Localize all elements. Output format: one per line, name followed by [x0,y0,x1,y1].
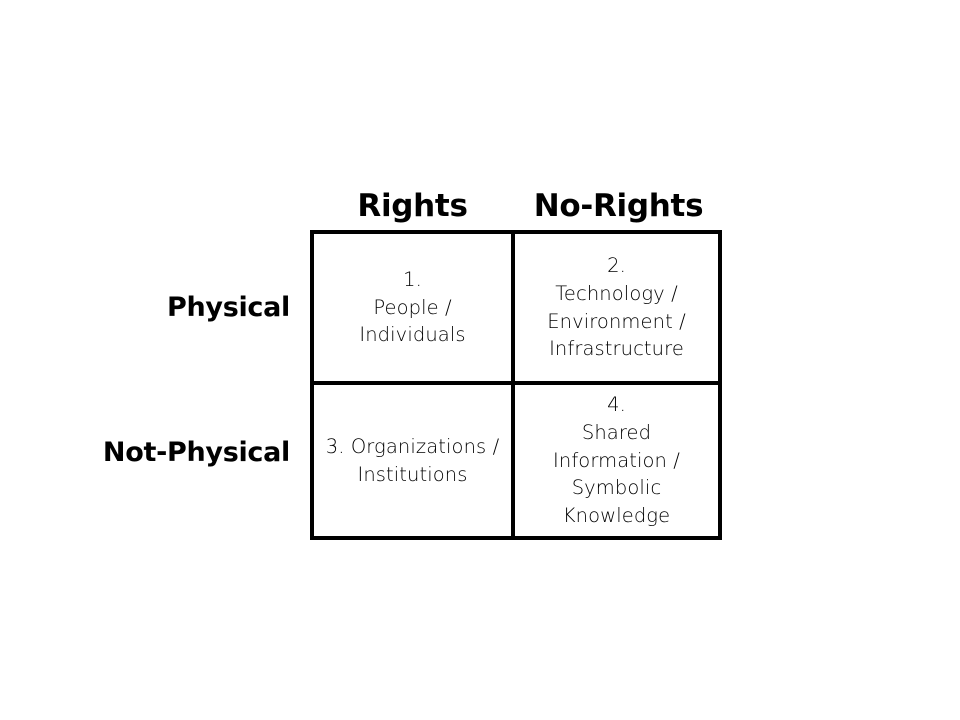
matrix-cell-3-organizations-institutions: 3. Organizations /Institutions [314,385,515,536]
matrix-cell-2-text: 2.Technology /Environment /Infrastructur… [547,254,686,361]
matrix-grid: 1.People /Individuals 2.Technology /Envi… [310,230,722,540]
column-header-rights: Rights [357,188,468,224]
matrix-cell-1-people-individuals: 1.People /Individuals [314,234,515,385]
matrix-cell-2-technology-environment-infrastructure: 2.Technology /Environment /Infrastructur… [515,234,718,385]
column-header-no-rights: No-Rights [533,188,704,224]
row-header-not-physical: Not-Physical [102,437,290,468]
matrix-cell-3-text: 3. Organizations /Institutions [325,434,500,486]
row-header-physical: Physical [166,292,290,323]
matrix-cell-1-text: 1.People /Individuals [359,267,466,347]
